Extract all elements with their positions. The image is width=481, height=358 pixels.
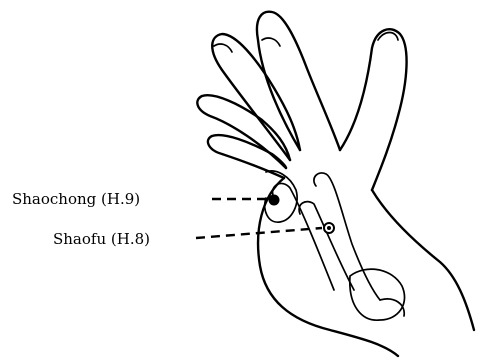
metacarpal-bone-2 (299, 202, 354, 290)
carpal-bones (350, 269, 405, 320)
thumb (340, 29, 407, 190)
metacarpal-bone-1 (314, 173, 380, 300)
shaofu-label: Shaofu (H.8) (53, 232, 150, 247)
shaochong-code: (H.9) (101, 190, 140, 208)
shaochong-label: Shaochong (H.9) (12, 192, 140, 207)
palm-outline (258, 178, 398, 356)
shaochong-name: Shaochong (12, 190, 96, 208)
shaochong-point-marker (269, 195, 280, 206)
wrist-outline (372, 190, 474, 330)
shaofu-point-center (327, 226, 331, 230)
middle-knuckle-line (214, 44, 232, 52)
shaofu-code: (H.8) (111, 230, 150, 248)
shaofu-name: Shaofu (53, 230, 106, 248)
index-knuckle-line (262, 38, 280, 46)
metacarpal-bone-3 (273, 183, 334, 290)
